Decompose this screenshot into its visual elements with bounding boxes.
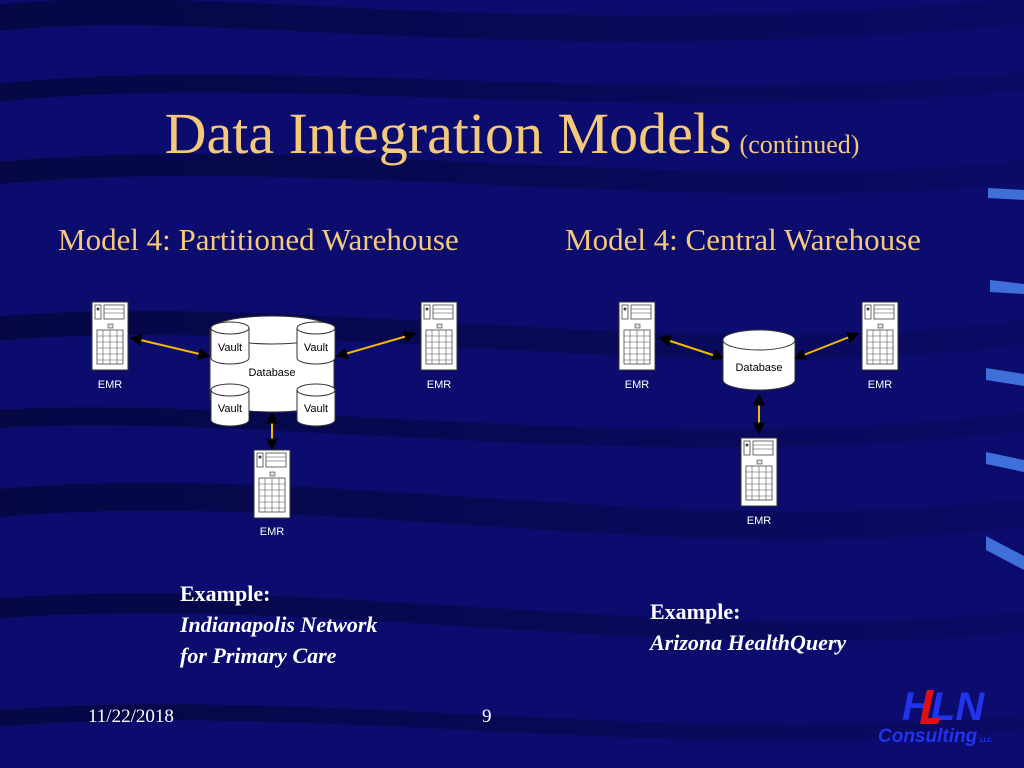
emr-server-icon xyxy=(618,301,656,371)
left-heading: Model 4: Partitioned Warehouse xyxy=(58,222,459,257)
footer-page-number: 9 xyxy=(482,706,492,727)
link-left-emr-db xyxy=(658,335,725,361)
page-title: Data Integration Models (continued) xyxy=(0,100,1024,167)
emr-server-icon xyxy=(91,301,129,371)
emr-label: EMR xyxy=(260,526,285,538)
emr-label: EMR xyxy=(427,379,452,391)
emr-server-icon xyxy=(420,301,458,371)
central-database-label: Database xyxy=(735,362,782,374)
vault-icon xyxy=(296,321,336,365)
emr-label: EMR xyxy=(747,515,772,527)
link-right-emr-db xyxy=(793,331,860,361)
vault-label: Vault xyxy=(304,342,328,354)
emr-label: EMR xyxy=(98,379,123,391)
emr-label: EMR xyxy=(625,379,650,391)
right-example: Example: Arizona HealthQuery xyxy=(650,596,846,658)
left-example: Example: Indianapolis Network for Primar… xyxy=(180,578,377,671)
vault-label: Vault xyxy=(218,403,242,415)
title-main: Data Integration Models xyxy=(164,101,732,166)
right-example-heading: Example: xyxy=(650,599,741,624)
central-database-icon xyxy=(722,329,796,391)
right-example-name-line1: Arizona HealthQuery xyxy=(650,630,847,655)
partitioned-database-label: Database xyxy=(248,367,295,379)
vault-label: Vault xyxy=(218,342,242,354)
emr-server-icon xyxy=(253,449,291,519)
footer-date: 11/22/2018 xyxy=(88,706,174,727)
left-example-name-line1: Indianapolis Network xyxy=(180,612,378,637)
link-right-emr-db xyxy=(335,330,417,360)
emr-label: EMR xyxy=(868,379,893,391)
emr-server-icon xyxy=(740,437,778,507)
left-example-name-line2: for Primary Care xyxy=(180,643,337,668)
vault-icon xyxy=(296,383,336,427)
vault-icon xyxy=(210,321,250,365)
title-suffix: (continued) xyxy=(739,130,860,159)
emr-server-icon xyxy=(861,301,899,371)
logo-text-top: HLN xyxy=(902,685,985,729)
vault-label: Vault xyxy=(304,403,328,415)
right-heading: Model 4: Central Warehouse xyxy=(565,222,921,257)
link-left-emr-db xyxy=(129,334,211,360)
hln-consulting-logo-icon: HLN Consulting LLC xyxy=(878,685,992,747)
logo-suffix: LLC xyxy=(980,738,992,744)
logo-text-bottom: Consulting xyxy=(878,726,978,747)
vault-icon xyxy=(210,383,250,427)
left-example-heading: Example: xyxy=(180,581,271,606)
